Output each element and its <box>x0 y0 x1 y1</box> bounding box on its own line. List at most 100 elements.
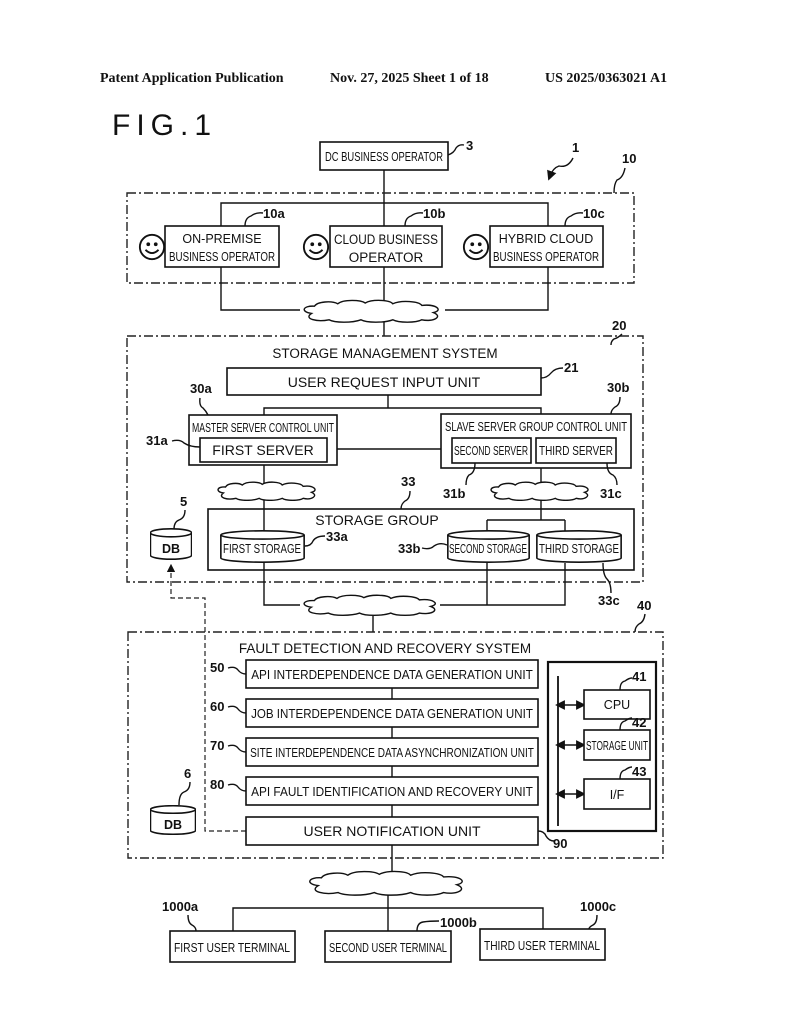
interface-box <box>583 778 651 810</box>
network-cloud-icon <box>308 870 464 896</box>
second-terminal-label: SECOND USER TERMINAL <box>329 941 447 955</box>
ref-1000a: 1000a <box>162 899 199 914</box>
dc-business-operator-box <box>319 141 449 171</box>
storage-group-box <box>207 508 635 571</box>
user-notification-unit-box <box>245 816 539 846</box>
cloud-operator-line1: CLOUD BUSINESS <box>334 232 438 247</box>
first-user-terminal-box <box>169 930 296 963</box>
cloud-operator-line2: OPERATOR <box>349 250 424 265</box>
db5-label: DB <box>162 542 180 556</box>
network-cloud-icon <box>490 481 589 501</box>
ref-33a: 33a <box>326 529 348 544</box>
ref-10b: 10b <box>423 206 445 221</box>
ref-21: 21 <box>564 360 578 375</box>
ref-5: 5 <box>180 494 187 509</box>
date-sheet: Nov. 27, 2025 Sheet 1 of 18 <box>330 71 489 86</box>
publication-label: Patent Application Publication <box>100 71 284 86</box>
patent-number: US 2025/0363021 A1 <box>545 71 667 86</box>
ref-31b: 31b <box>443 486 465 501</box>
master-server-control-label: MASTER SERVER CONTROL UNIT <box>192 421 334 435</box>
third-server-box <box>535 437 617 464</box>
smiley-face-icon <box>138 233 166 261</box>
second-server-label: SECOND SERVER <box>454 444 528 458</box>
first-terminal-label: FIRST USER TERMINAL <box>174 941 290 955</box>
ref-33c: 33c <box>598 593 620 608</box>
storage-group-label: STORAGE GROUP <box>315 512 438 528</box>
storage-unit-label: STORAGE UNIT <box>586 739 648 753</box>
network-cloud-icon <box>303 299 440 323</box>
smiley-face-icon <box>302 233 330 261</box>
api-fault-recovery-unit-box <box>245 776 539 806</box>
hybrid-cloud-operator-box <box>489 225 604 268</box>
interface-label: I/F <box>610 788 625 802</box>
unit-label: API FAULT IDENTIFICATION AND RECOVERY UN… <box>251 785 533 799</box>
user-request-input-box <box>226 367 542 396</box>
second-server-box <box>451 437 532 464</box>
third-storage-label: THIRD STORAGE <box>539 542 619 556</box>
on-premise-line2: BUSINESS OPERATOR <box>169 250 275 264</box>
first-storage-label: FIRST STORAGE <box>223 542 301 556</box>
ref-33: 33 <box>401 474 415 489</box>
storage-management-system-group <box>126 335 644 583</box>
user-request-input-label: USER REQUEST INPUT UNIT <box>288 374 481 390</box>
cloud-operator-box <box>329 225 443 268</box>
fault-system-title: FAULT DETECTION AND RECOVERY SYSTEM <box>239 641 531 656</box>
ref-30a: 30a <box>190 381 212 396</box>
ref-40: 40 <box>637 598 651 613</box>
on-premise-line1: ON-PREMISE <box>182 232 261 246</box>
ref-33b: 33b <box>398 541 420 556</box>
api-interdependence-unit-box <box>245 659 539 689</box>
first-server-box <box>199 437 328 463</box>
unit-label: JOB INTERDEPENDENCE DATA GENERATION UNIT <box>251 707 533 722</box>
ref-30b: 30b <box>607 380 629 395</box>
db-update-arrow <box>166 563 246 832</box>
ref-90: 90 <box>553 836 567 851</box>
ref-50: 50 <box>210 660 224 675</box>
storage-unit-box <box>583 729 651 761</box>
ref-10c: 10c <box>583 206 605 221</box>
ref-60: 60 <box>210 699 224 714</box>
ref-10a: 10a <box>263 206 285 221</box>
third-server-label: THIRD SERVER <box>539 444 613 458</box>
second-user-terminal-box <box>324 930 452 963</box>
business-operators-group <box>126 192 635 284</box>
first-server-label: FIRST SERVER <box>212 442 313 458</box>
fault-units: API INTERDEPENDENCE DATA GENERATION UNIT… <box>245 659 539 846</box>
ref-70: 70 <box>210 738 224 753</box>
job-interdependence-unit-box <box>245 698 539 728</box>
ref-31c: 31c <box>600 486 622 501</box>
third-user-terminal-box <box>479 928 606 961</box>
ref-3: 3 <box>466 138 473 153</box>
figure-title: FIG.1 <box>112 109 217 142</box>
db6-label: DB <box>164 818 182 832</box>
network-cloud-icon <box>217 481 316 501</box>
ref-1000c: 1000c <box>580 899 616 914</box>
hybrid-line1: HYBRID CLOUD <box>499 232 593 246</box>
fault-detection-recovery-system-group <box>127 631 664 859</box>
unit-label: SITE INTERDEPENDENCE DATA ASYNCHRONIZATI… <box>250 747 534 760</box>
ref-10: 10 <box>622 151 636 166</box>
storage-management-title: STORAGE MANAGEMENT SYSTEM <box>272 346 497 361</box>
hybrid-line2: BUSINESS OPERATOR <box>493 250 599 264</box>
ref-1: 1 <box>572 140 579 155</box>
slave-server-control-label: SLAVE SERVER GROUP CONTROL UNIT <box>445 420 627 434</box>
network-cloud-icon <box>303 594 437 616</box>
dc-business-operator-label: DC BUSINESS OPERATOR <box>325 150 443 164</box>
ref-42: 42 <box>632 715 646 730</box>
unit-label: API INTERDEPENDENCE DATA GENERATION UNIT <box>251 668 533 682</box>
on-premise-operator-box <box>164 225 280 268</box>
ref-41: 41 <box>632 669 646 684</box>
ref-31a: 31a <box>146 433 168 448</box>
cpu-box <box>583 689 651 720</box>
ref-20: 20 <box>612 318 626 333</box>
third-terminal-label: THIRD USER TERMINAL <box>484 939 600 953</box>
ref-80: 80 <box>210 777 224 792</box>
cpu-label: CPU <box>604 698 630 712</box>
ref-1000b: 1000b <box>440 915 477 930</box>
ref-6: 6 <box>184 766 191 781</box>
smiley-face-icon <box>462 233 490 261</box>
second-storage-label: SECOND STORAGE <box>449 542 527 556</box>
ref-43: 43 <box>632 764 646 779</box>
user-notification-label: USER NOTIFICATION UNIT <box>303 823 481 839</box>
